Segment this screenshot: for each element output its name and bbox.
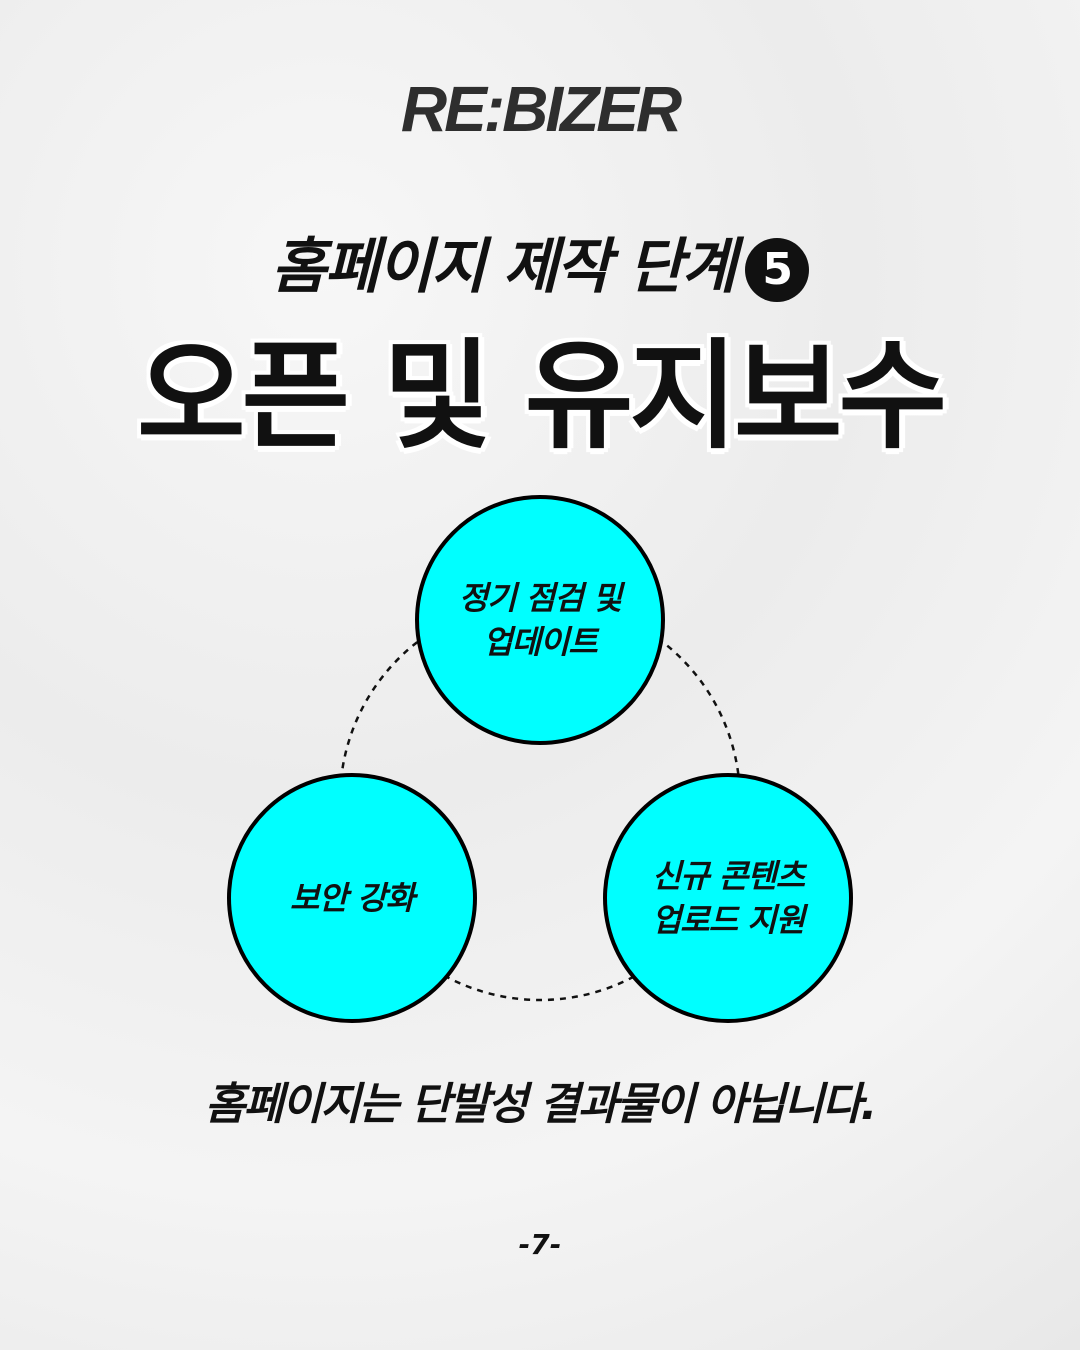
page-number: -7- <box>518 1228 562 1261</box>
brand-logo: RE:BIZER <box>400 73 682 145</box>
circle-security: 보안 강화 <box>227 773 477 1023</box>
tagline: 홈페이지는 단발성 결과물이 아닙니다. <box>204 1079 877 1130</box>
subtitle-text: 홈페이지 제작 단계 <box>271 232 736 302</box>
circle-label: 보안 강화 <box>290 879 415 917</box>
step-number-badge: 5 <box>744 238 809 303</box>
page-title: 오픈 및 유지보수 <box>136 327 947 465</box>
circle-label: 정기 점검 및 <box>458 579 622 617</box>
circle-label: 업로드 지원 <box>651 901 805 939</box>
circle-label: 업데이트 <box>483 623 598 661</box>
circle-label: 신규 콘텐츠 <box>651 857 805 895</box>
